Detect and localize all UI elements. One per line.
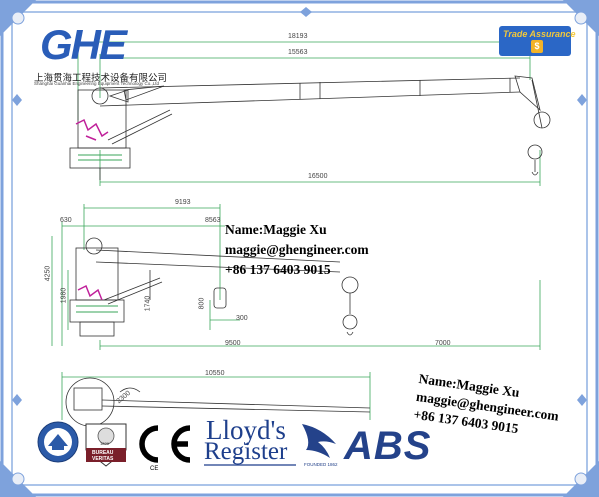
top-dimension-lines xyxy=(77,38,541,186)
middle-crane xyxy=(69,237,359,337)
dim-label: 10550 xyxy=(205,370,225,377)
dim-label: 16500 xyxy=(308,173,328,180)
top-crane xyxy=(69,75,551,180)
dim-label: 9500 xyxy=(225,340,241,347)
company-name-en: Shanghai Guanhai Engineering Equipment T… xyxy=(34,81,160,86)
ce-logo xyxy=(139,425,191,463)
inner-frame xyxy=(11,11,588,486)
dim-label: 300 xyxy=(236,315,248,322)
lloyds-line2: Register xyxy=(204,438,288,465)
dim-label: 800 xyxy=(198,297,206,310)
lloyds-line1: Lloyd's xyxy=(206,415,286,445)
contact-phone[interactable]: +86 137 6403 9015 xyxy=(225,262,331,277)
abs-founded-label: FOUNDED 1862 xyxy=(304,462,338,467)
dim-label: 7000 xyxy=(435,340,451,347)
dim-label: 8563 xyxy=(205,217,221,224)
middle-dimension-lines xyxy=(51,204,541,350)
abs-eagle-icon xyxy=(302,424,336,458)
bureau-veritas-logo xyxy=(85,423,127,467)
middle-crane-accent xyxy=(77,284,103,301)
bottom-dimension-lines xyxy=(61,372,371,420)
bv-year-label: 1828 xyxy=(100,441,109,446)
middle-base-hatch xyxy=(76,305,118,313)
top-crane-accent xyxy=(75,118,109,141)
dim-label: 15563 xyxy=(288,49,308,56)
company-name-cn: 上海贯海工程技术设备有限公司 xyxy=(34,73,168,84)
bv-top-label: BUREAU xyxy=(92,450,114,456)
dim-label: 9193 xyxy=(175,199,191,206)
trade-assurance-label: Trade Assurance xyxy=(503,29,576,39)
ce-label: CE xyxy=(150,466,159,472)
contact-name: Name:Maggie Xu xyxy=(225,222,327,237)
dim-label: 18193 xyxy=(288,33,308,40)
shield-dollar-icon: $ xyxy=(531,40,543,53)
dim-label: 630 xyxy=(60,217,72,224)
contact-email[interactable]: maggie@ghengineer.com xyxy=(225,242,369,257)
dim-label: 4250 xyxy=(44,265,52,282)
trade-assurance-badge: Trade Assurance $ xyxy=(499,26,576,56)
dim-label: 1740 xyxy=(144,295,152,312)
bv-bottom-label: VERITAS xyxy=(92,456,114,462)
abs-label: ABS xyxy=(344,424,432,468)
company-logo: GHE xyxy=(40,21,127,68)
ccs-logo xyxy=(37,421,79,463)
dim-label: 1980 xyxy=(60,287,68,304)
contact-info-primary: Name:Maggie Xu maggie@ghengineer.com +86… xyxy=(225,220,369,280)
top-base-hatch xyxy=(78,154,122,161)
